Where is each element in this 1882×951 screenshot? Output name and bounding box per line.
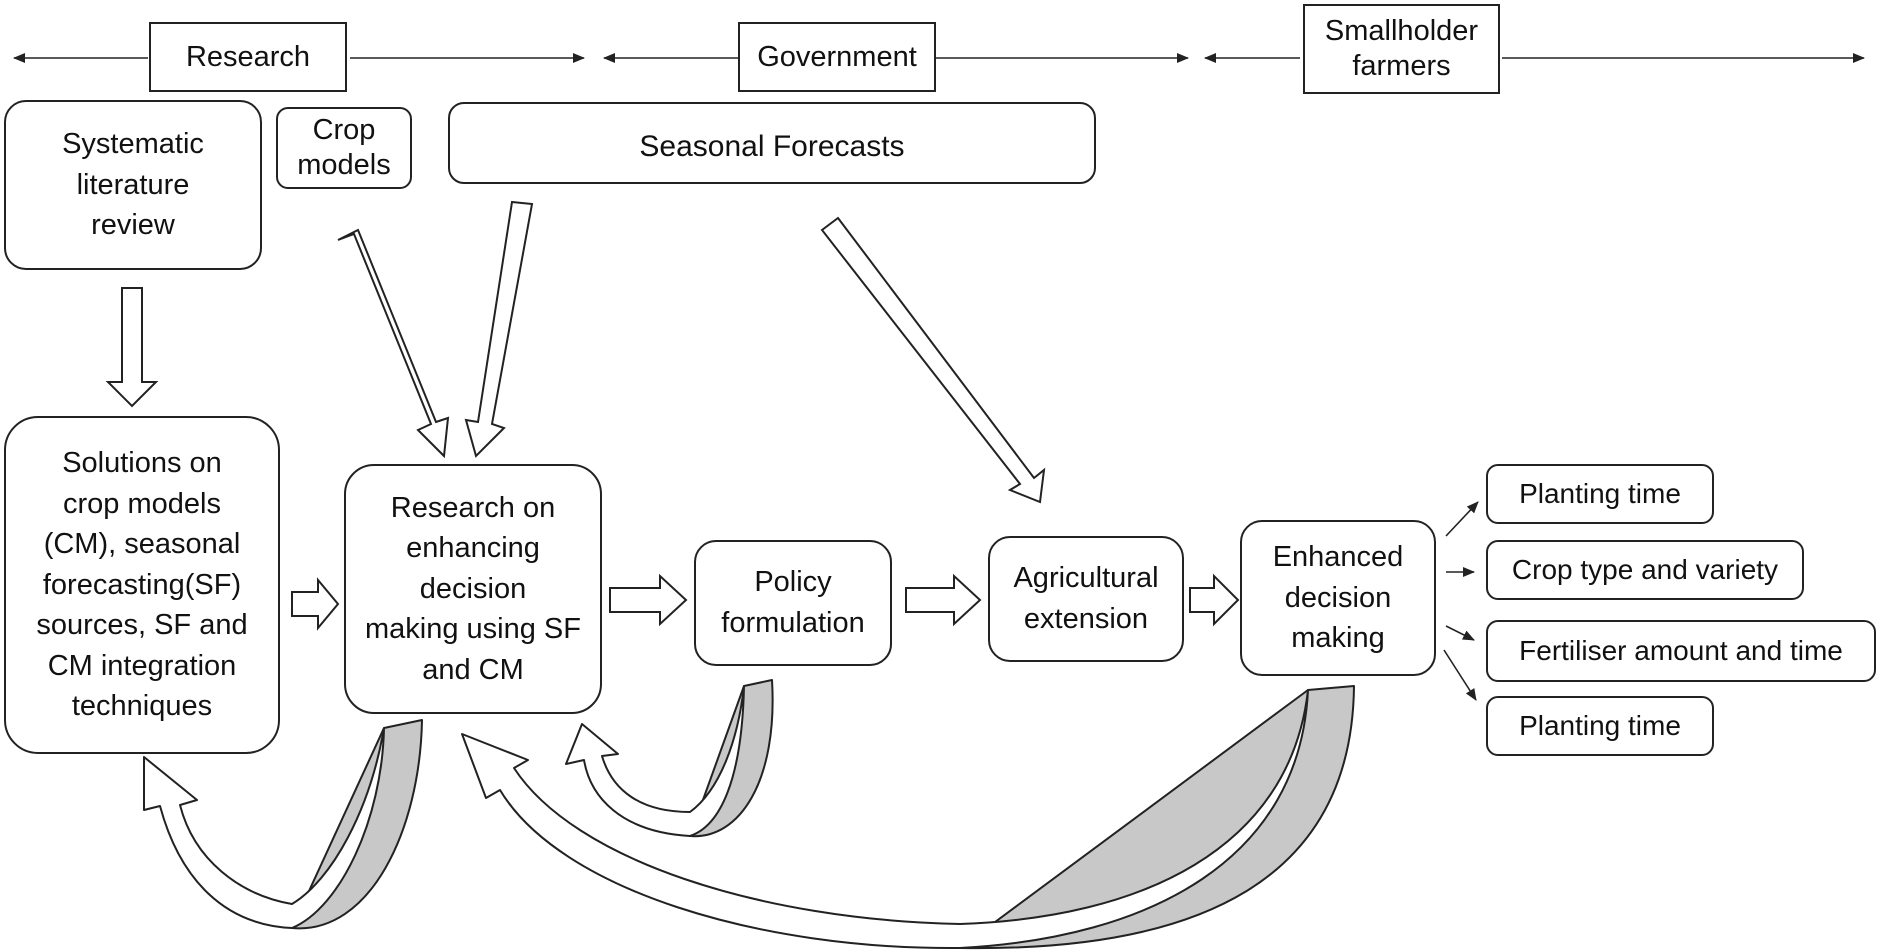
box-enhanced-decision-making: Enhanced decision making [1240, 520, 1436, 676]
header-smallholder-farmers: Smallholder farmers [1303, 4, 1500, 94]
header-government: Government [738, 22, 936, 92]
outcome-fertiliser-amount-and-time: Fertiliser amount and time [1486, 620, 1876, 682]
feedback-policy-to-research [565, 679, 774, 838]
arrow-to-outcome-1 [1445, 501, 1479, 537]
box-crop-models: Crop models [276, 107, 412, 189]
arrow-forecasts-to-extension [820, 216, 1046, 504]
box-seasonal-forecasts: Seasonal Forecasts [448, 102, 1096, 184]
arrow-to-outcome-4 [1443, 649, 1477, 701]
box-agricultural-extension: Agricultural extension [988, 536, 1184, 662]
box-systematic-literature-review: Systematic literature review [4, 100, 262, 270]
outcome-planting-time: Planting time [1486, 464, 1714, 524]
arrow-cropmodels-to-research [337, 228, 450, 459]
arrow-research-to-policy [609, 573, 688, 627]
feedback-research-to-solutions [143, 719, 423, 930]
box-research-enhancing-decision-making: Research on enhancing decision making us… [344, 464, 602, 714]
block-arrows [105, 200, 1240, 631]
box-solutions: Solutions on crop models (CM), seasonal … [4, 416, 280, 754]
arrow-policy-to-extension [905, 573, 982, 627]
arrow-to-outcome-3 [1445, 625, 1475, 641]
header-research: Research [149, 22, 347, 92]
outcome-planting-time-2: Planting time [1486, 696, 1714, 756]
outcome-crop-type-and-variety: Crop type and variety [1486, 540, 1804, 600]
arrow-forecasts-to-research [464, 200, 534, 458]
outcome-arrows [1443, 501, 1479, 701]
box-policy-formulation: Policy formulation [694, 540, 892, 666]
arrow-literature-to-solutions [105, 287, 159, 408]
arrow-solutions-to-research [291, 577, 340, 631]
arrow-extension-to-enhanced [1189, 573, 1240, 627]
feedback-enhanced-to-research [461, 685, 1355, 950]
feedback-arrows [143, 679, 1355, 950]
